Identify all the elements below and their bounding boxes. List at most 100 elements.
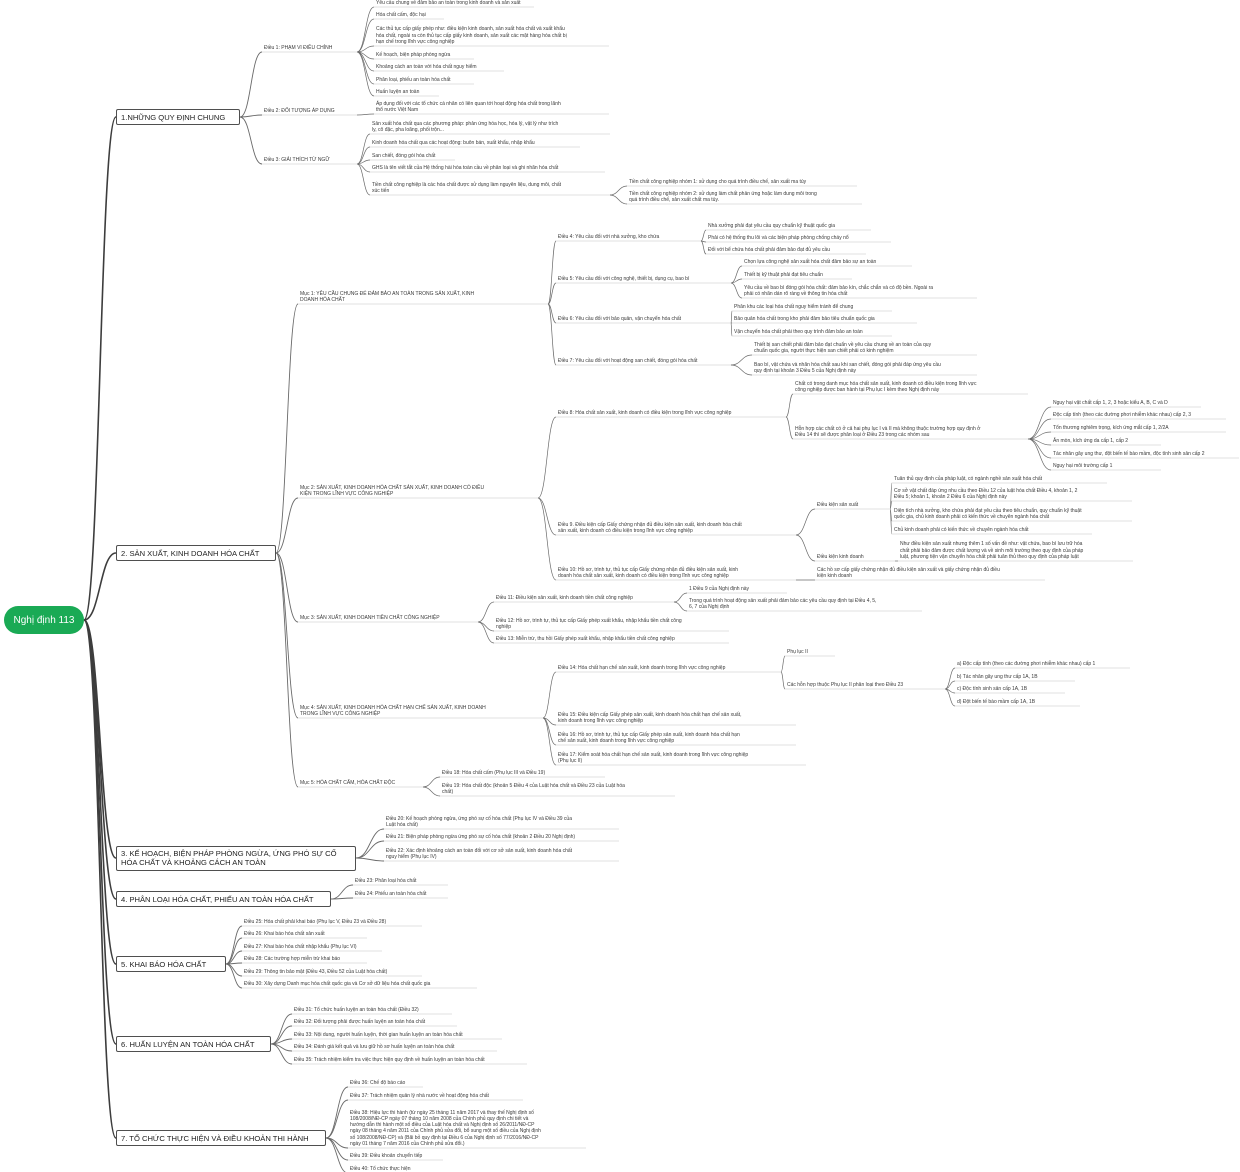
main-branch-0[interactable]: 1.NHỮNG QUY ĐỊNH CHUNG: [116, 109, 240, 125]
topic-3-0[interactable]: Điều 23: Phân loại hóa chất: [355, 877, 417, 884]
topic-1-3-3[interactable]: Điều 17: Kiểm soát hóa chất hạn chế sản …: [558, 751, 749, 764]
topic-1-1-1-1-0[interactable]: Như điều kiện sản xuất nhưng thêm 1 số v…: [900, 541, 1084, 560]
main-branch-3[interactable]: 4. PHÂN LOẠI HÓA CHẤT, PHIẾU AN TOÀN HÓA…: [116, 891, 331, 907]
main-branch-5[interactable]: 6. HUẤN LUYỆN AN TOÀN HÓA CHẤT: [116, 1036, 271, 1052]
topic-5-1[interactable]: Điều 32: Đối tượng phải được huấn luyện …: [294, 1018, 426, 1025]
topic-1-0-2-0[interactable]: Phân khu các loại hóa chất nguy hiểm trá…: [734, 303, 854, 310]
topic-2-2[interactable]: Điều 22: Xác định khoảng cách an toàn đố…: [386, 847, 573, 860]
topic-4-4[interactable]: Điều 29: Thông tin bảo mật (Điều 43, Điề…: [244, 968, 388, 975]
topic-1-0-0-0[interactable]: Nhà xưởng phải đạt yêu cầu quy chuẩn kỹ …: [708, 222, 835, 229]
topic-1-2-0[interactable]: Điều 11: Điều kiện sản xuất, kinh doanh …: [496, 594, 633, 601]
topic-1-1-1-0-3[interactable]: Chủ kinh doanh phải có kiến thức về chuy…: [894, 526, 1029, 533]
topic-1-3-0-0[interactable]: Phụ lục II: [787, 648, 808, 655]
topic-1-4-0[interactable]: Điều 18: Hóa chất cấm (Phụ lục III và Đi…: [442, 769, 546, 776]
topic-1-1-1-1[interactable]: Điều kiện kinh doanh: [817, 553, 864, 560]
topic-4-0[interactable]: Điều 25: Hóa chất phải khai báo (Phụ lục…: [244, 918, 387, 925]
topic-1-3-0[interactable]: Điều 14: Hóa chất hạn chế sản xuất, kinh…: [558, 664, 726, 671]
topic-1-1-0[interactable]: Điều 8: Hóa chất sản xuất, kinh doanh có…: [558, 409, 732, 416]
topic-1-3-0-1[interactable]: Các hỗn hợp thuộc Phụ lục II phân loại t…: [787, 681, 904, 688]
topic-1-1-2-0[interactable]: Các hồ sơ cấp giấy chứng nhận đủ điều ki…: [817, 566, 1000, 579]
topic-0-2[interactable]: Điều 3: GIẢI THÍCH TỪ NGỮ: [264, 156, 330, 163]
topic-1-1-0-1-0[interactable]: Nguy hại vật chất cấp 1, 2, 3 hoặc kiểu …: [1053, 399, 1168, 406]
topic-1-1-1[interactable]: Điều 9. Điều kiện cấp Giấy chứng nhận đủ…: [558, 521, 742, 534]
topic-0-2-3[interactable]: GHS là tên viết tắt của Hệ thống hài hòa…: [372, 164, 559, 171]
topic-0-2-1[interactable]: Kinh doanh hóa chất qua các hoạt động: b…: [372, 139, 535, 146]
topic-5-2[interactable]: Điều 33: Nội dung, người huấn luyện, thờ…: [294, 1031, 463, 1038]
main-branch-2[interactable]: 3. KẾ HOẠCH, BIỆN PHÁP PHÒNG NGỪA, ỨNG P…: [116, 845, 356, 871]
topic-1-0[interactable]: Mục 1: YÊU CẦU CHUNG ĐỂ ĐẢM BẢO AN TOÀN …: [300, 290, 475, 303]
topic-0-2-4-1[interactable]: Tiền chất công nghiệp nhóm 2: sử dụng là…: [629, 190, 817, 203]
topic-0-2-4-0[interactable]: Tiền chất công nghiệp nhóm 1: sử dụng ch…: [629, 178, 807, 185]
topic-5-3[interactable]: Điều 34: Đánh giá kết quả và lưu giữ hồ …: [294, 1043, 455, 1050]
topic-4-5[interactable]: Điều 30: Xây dựng Danh mục hóa chất quốc…: [244, 980, 431, 987]
topic-1-0-2-1[interactable]: Bảo quản hóa chất trong kho phải đảm bảo…: [734, 315, 875, 322]
topic-3-1[interactable]: Điều 24: Phiếu an toàn hóa chất: [355, 890, 427, 897]
topic-0-2-2[interactable]: San chiết, đóng gói hóa chất: [372, 152, 436, 159]
topic-1-0-1[interactable]: Điều 5: Yêu cầu đối với công nghệ, thiết…: [558, 275, 690, 282]
topic-5-4[interactable]: Điều 35: Trách nhiệm kiểm tra việc thực …: [294, 1056, 485, 1063]
topic-1-1-1-0[interactable]: Điều kiện sản xuất: [817, 501, 859, 508]
topic-1-2-0-0[interactable]: 1 Điều 9 của Nghị định này: [689, 585, 750, 592]
topic-0-0-2[interactable]: Các thủ tục cấp giấy phép như: điều kiện…: [376, 26, 567, 45]
topic-2-1[interactable]: Điều 21: Biện pháp phòng ngừa ứng phó sự…: [386, 833, 576, 840]
topic-1-0-2[interactable]: Điều 6: Yêu cầu đối với bảo quản, vận ch…: [558, 315, 681, 322]
topic-1-1-1-0-0[interactable]: Tuân thủ quy định của pháp luật, có ngàn…: [894, 475, 1042, 482]
topic-1-1-1-0-2[interactable]: Diện tích nhà xưởng, kho chứa phải đạt y…: [894, 507, 1082, 520]
topic-1-0-0-1[interactable]: Phải có hệ thống thu lôi và các biện phá…: [708, 234, 849, 241]
topic-1-1-0-0[interactable]: Chất có trong danh mục hóa chất sản xuất…: [795, 380, 977, 393]
topic-1-1-0-1-1[interactable]: Độc cấp tính (theo các đường phơi nhiễm …: [1053, 411, 1192, 418]
topic-1-0-3-1[interactable]: Bao bì, vật chứa và nhãn hóa chất sau kh…: [754, 361, 941, 374]
topic-0-0-6[interactable]: Huấn luyện an toàn: [376, 88, 420, 95]
topic-1-3-0-1-3[interactable]: d) Đột biến tế bào mầm cấp 1A, 1B: [957, 698, 1036, 705]
topic-4-3[interactable]: Điều 28: Các trường hợp miễn trừ khai bá…: [244, 955, 341, 962]
topic-1-0-0-2[interactable]: Đối với bể chứa hóa chất phải đảm bảo đạ…: [708, 246, 830, 253]
root-node[interactable]: Nghị định 113: [4, 606, 84, 634]
topic-1-1-1-0-1[interactable]: Cơ sở vật chất đáp ứng nhu cầu theo Điều…: [894, 487, 1078, 500]
topic-6-2[interactable]: Điều 38: Hiệu lực thi hành (từ ngày 25 t…: [350, 1109, 541, 1147]
topic-6-4[interactable]: Điều 40: Tổ chức thực hiện: [350, 1165, 411, 1172]
topic-1-3-1[interactable]: Điều 15: Điều kiện cấp Giấy phép sản xuấ…: [558, 711, 742, 724]
topic-0-0-3[interactable]: Kế hoạch, biện pháp phòng ngừa: [376, 51, 451, 58]
topic-1-3-0-1-2[interactable]: c) Độc tính sinh sản cấp 1A, 1B: [957, 685, 1028, 692]
topic-6-3[interactable]: Điều 39: Điều khoản chuyển tiếp: [350, 1152, 423, 1159]
main-branch-4[interactable]: 5. KHAI BÁO HÓA CHẤT: [116, 956, 226, 972]
topic-1-1-0-1-5[interactable]: Nguy hại môi trường cấp 1: [1053, 462, 1113, 469]
topic-5-0[interactable]: Điều 31: Tổ chức huấn luyện an toàn hóa …: [294, 1006, 419, 1013]
topic-1-1-2[interactable]: Điều 10: Hồ sơ, trình tự, thủ tục cấp Gi…: [558, 566, 739, 579]
topic-6-1[interactable]: Điều 37: Trách nhiệm quản lý nhà nước về…: [350, 1092, 489, 1099]
topic-1-0-0[interactable]: Điều 4: Yêu cầu đối với nhà xưởng, kho c…: [558, 233, 660, 240]
topic-1-1-0-1-2[interactable]: Tổn thương nghiêm trọng, kích ứng mắt cấ…: [1053, 424, 1169, 431]
topic-0-0-5[interactable]: Phân loại, phiếu an toàn hóa chất: [376, 76, 451, 83]
topic-0-2-4[interactable]: Tiền chất công nghiệp là các hóa chất đư…: [372, 181, 562, 194]
topic-1-4[interactable]: Mục 5: HÓA CHẤT CẤM, HÓA CHẤT ĐỘC: [300, 779, 396, 786]
topic-0-0-1[interactable]: Hóa chất cấm, độc hại: [376, 11, 426, 18]
topic-4-1[interactable]: Điều 26: Khai báo hóa chất sản xuất: [244, 930, 325, 937]
topic-1-1-0-1-3[interactable]: Ăn mòn, kích ứng da cấp 1, cấp 2: [1053, 437, 1129, 444]
topic-1-2-2[interactable]: Điều 13: Miễn trừ, thu hồi Giấy phép xuấ…: [496, 635, 675, 642]
topic-1-0-1-0[interactable]: Chọn lựa công nghệ sản xuất hóa chất đảm…: [744, 258, 877, 265]
main-branch-1[interactable]: 2. SẢN XUẤT, KINH DOANH HÓA CHẤT: [116, 545, 276, 561]
topic-1-2[interactable]: Mục 3: SẢN XUẤT, KINH DOANH TIỀN CHẤT CÔ…: [300, 614, 440, 621]
topic-1-0-1-1[interactable]: Thiết bị kỹ thuật phải đạt tiêu chuẩn: [744, 271, 823, 278]
topic-1-1-0-1-4[interactable]: Tác nhân gây ung thư, đột biến tế bào mầ…: [1053, 450, 1205, 457]
topic-1-1[interactable]: Mục 2: SẢN XUẤT, KINH DOANH HÓA CHẤT SẢN…: [300, 484, 485, 497]
topic-1-3[interactable]: Mục 4: SẢN XUẤT, KINH DOANH HÓA CHẤT HẠN…: [300, 704, 486, 717]
topic-0-2-0[interactable]: Sản xuất hóa chất qua các phương pháp: p…: [372, 120, 559, 133]
topic-1-3-0-1-0[interactable]: a) Độc cấp tính (theo các đường phơi nhi…: [957, 660, 1096, 667]
topic-1-2-1[interactable]: Điều 12: Hồ sơ, trình tự, thủ tục cấp Gi…: [496, 617, 682, 630]
topic-0-0[interactable]: Điều 1: PHẠM VI ĐIỀU CHỈNH: [264, 44, 333, 51]
topic-1-0-3-0[interactable]: Thiết bị san chiết phải đảm bảo đạt chuẩ…: [754, 341, 932, 354]
topic-1-2-0-1[interactable]: Trong quá trình hoạt động sản xuất phải …: [689, 597, 877, 610]
topic-1-1-0-1[interactable]: Hỗn hợp các chất có ở cả hai phụ lục I v…: [795, 425, 981, 438]
main-branch-6[interactable]: 7. TỔ CHỨC THỰC HIỆN VÀ ĐIỀU KHOẢN THI H…: [116, 1130, 326, 1146]
topic-1-3-0-1-1[interactable]: b) Tác nhân gây ung thư cấp 1A, 1B: [957, 673, 1038, 680]
topic-1-0-1-2[interactable]: Yêu cầu về bao bì đóng gói hóa chất: đảm…: [744, 284, 934, 297]
topic-1-4-1[interactable]: Điều 19: Hóa chất độc (khoản 5 Điều 4 củ…: [442, 782, 625, 795]
topic-0-1-0[interactable]: Áp dụng đối với các tổ chức cá nhân có l…: [376, 100, 561, 113]
topic-4-2[interactable]: Điều 27: Khai báo hóa chất nhập khẩu (Ph…: [244, 943, 357, 950]
topic-2-0[interactable]: Điều 20: Kế hoạch phòng ngừa, ứng phó sự…: [386, 815, 572, 828]
topic-6-0[interactable]: Điều 36: Chế độ báo cáo: [350, 1079, 406, 1086]
topic-0-0-4[interactable]: Khoảng cách an toàn với hóa chất nguy hi…: [376, 63, 477, 70]
topic-0-0-0[interactable]: Yêu cầu chung về đảm bảo an toàn trong k…: [376, 0, 521, 6]
topic-1-0-3[interactable]: Điều 7: Yêu cầu đối với hoạt động san ch…: [558, 357, 698, 364]
